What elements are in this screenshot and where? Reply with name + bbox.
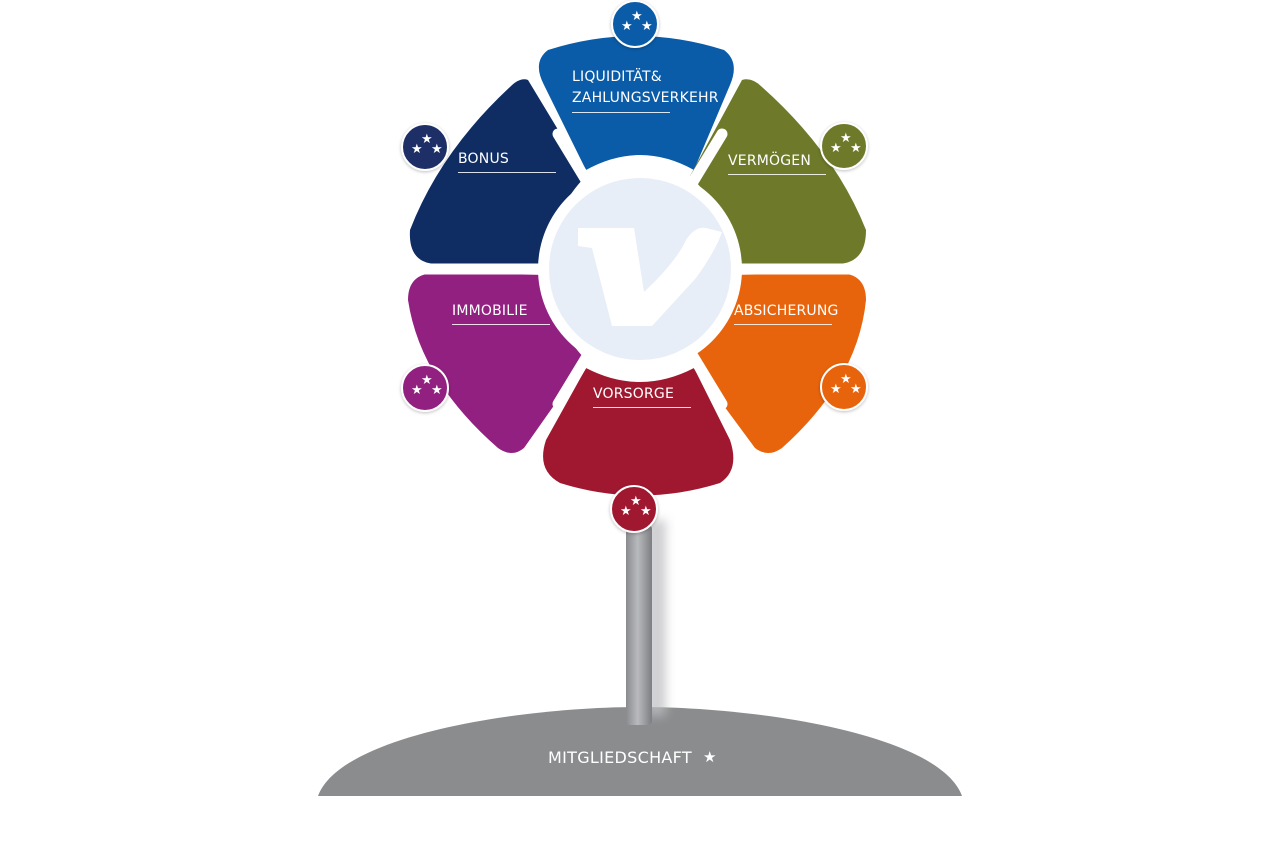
- stars-badge-vermoegen: ★★★: [820, 122, 868, 170]
- star-icon: ★: [411, 383, 423, 398]
- flower-stem: [626, 525, 652, 725]
- v-logo-icon: [578, 227, 722, 326]
- star-icon: ★: [631, 9, 643, 24]
- star-icon: ★: [830, 382, 842, 397]
- underline-vorsorge: [593, 407, 691, 408]
- petal-bonus[interactable]: [409, 79, 586, 264]
- label-liquiditaet-line2: ZAHLUNGSVERKEHR: [572, 90, 719, 106]
- ground-mound: [318, 707, 962, 796]
- star-icon: ★: [620, 504, 632, 519]
- ground-star-icon: ★: [703, 748, 717, 766]
- star-icon: ★: [840, 372, 852, 387]
- underline-vermoegen: [728, 174, 826, 175]
- stars-badge-vorsorge: ★★★: [610, 485, 658, 533]
- star-icon: ★: [850, 141, 862, 156]
- underline-bonus: [458, 172, 556, 173]
- stars-badge-liquiditaet: ★★★: [611, 0, 659, 48]
- label-vorsorge: VORSORGE: [593, 386, 675, 402]
- underline-absicherung: [734, 324, 832, 325]
- star-icon: ★: [411, 142, 423, 157]
- petal-absicherung[interactable]: [690, 273, 866, 453]
- petal-immobilie[interactable]: [408, 273, 586, 453]
- label-immobilie: IMMOBILIE: [452, 303, 528, 319]
- underline-liquiditaet: [572, 112, 670, 113]
- petal-vorsorge[interactable]: [543, 368, 734, 496]
- petal-liquiditaet[interactable]: [538, 36, 734, 170]
- star-icon: ★: [431, 383, 443, 398]
- star-icon: ★: [840, 131, 852, 146]
- star-icon: ★: [421, 373, 433, 388]
- ground-label: MITGLIEDSCHAFT: [548, 748, 692, 767]
- star-icon: ★: [640, 504, 652, 519]
- label-liquiditaet-line1: LIQUIDITÄT&: [572, 69, 662, 85]
- star-icon: ★: [641, 19, 653, 34]
- stars-badge-immobilie: ★★★: [401, 364, 449, 412]
- star-icon: ★: [431, 142, 443, 157]
- star-icon: ★: [421, 132, 433, 147]
- label-vermoegen: VERMÖGEN: [728, 153, 812, 169]
- star-icon: ★: [621, 19, 633, 34]
- star-icon: ★: [850, 382, 862, 397]
- label-bonus: BONUS: [458, 151, 509, 167]
- petal-vermoegen[interactable]: [690, 79, 866, 264]
- stars-badge-bonus: ★★★: [401, 123, 449, 171]
- label-absicherung: ABSICHERUNG: [734, 303, 839, 319]
- stars-badge-absicherung: ★★★: [820, 363, 868, 411]
- underline-immobilie: [452, 324, 550, 325]
- star-icon: ★: [630, 494, 642, 509]
- star-icon: ★: [830, 141, 842, 156]
